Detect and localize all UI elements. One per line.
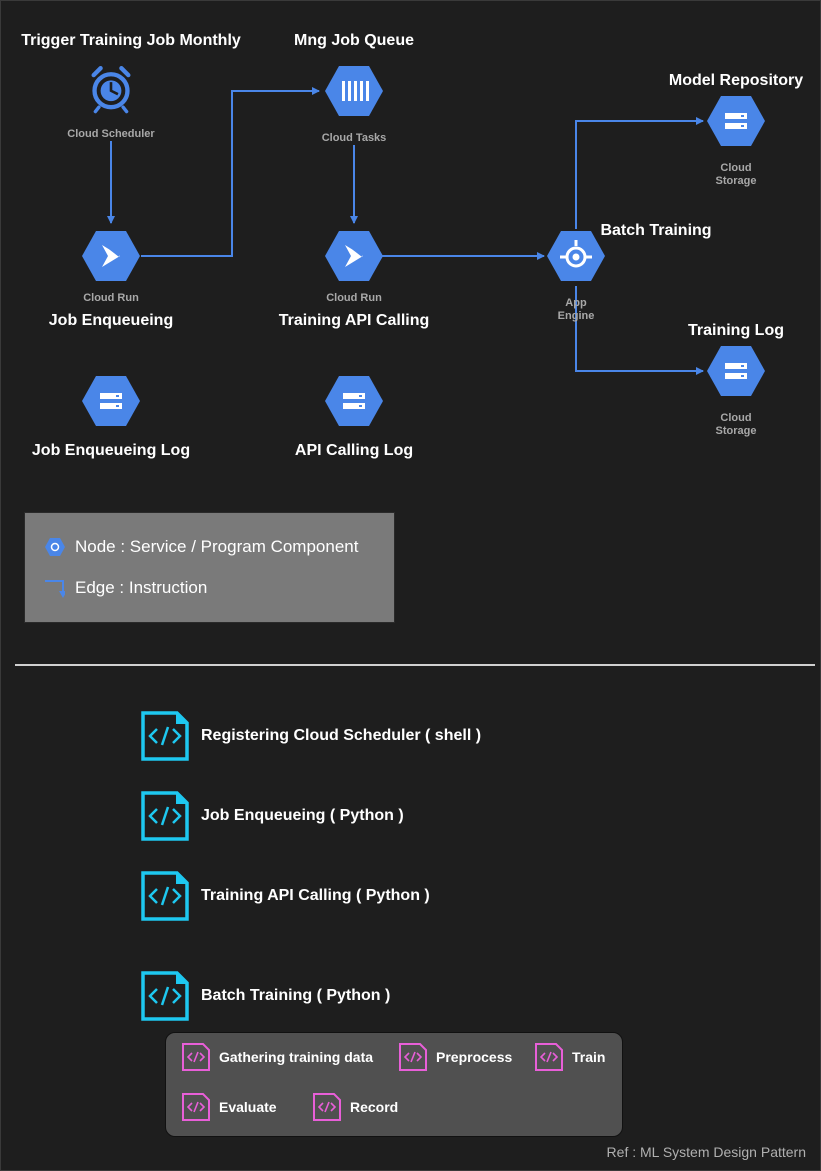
edge-enqueue-to-tasks	[141, 87, 320, 257]
code-file-item[interactable]: Job Enqueueing ( Python )	[141, 791, 404, 841]
step-label: Train	[572, 1049, 606, 1065]
appengine-service-line1: App	[565, 297, 587, 309]
appengine-title: Batch Training	[600, 222, 712, 239]
legend-edge-row: Edge : Instruction	[45, 577, 207, 599]
code-step-icon	[182, 1093, 210, 1121]
legend-edge-label: Edge : Instruction	[75, 578, 208, 597]
model-repo-service-line1: Cloud	[720, 162, 752, 174]
tasks-title: Mng Job Queue	[294, 32, 414, 49]
code-step-icon	[182, 1043, 210, 1071]
legend-node-label: Node : Service / Program Component	[75, 537, 359, 556]
step-item[interactable]: Record	[312, 1092, 398, 1122]
training-log-service-line2: Storage	[715, 425, 757, 437]
edge-arrow-icon	[45, 580, 65, 598]
batch-training-steps-box: Gathering training data Preprocess Train	[165, 1032, 623, 1137]
storage-log-icon	[324, 375, 384, 427]
model-repo-service-label: Cloud Storage	[716, 162, 757, 188]
section-divider	[15, 664, 815, 666]
code-step-icon	[535, 1043, 563, 1071]
appengine-service-label: App Engine	[558, 297, 595, 323]
cloud-scheduler-icon	[81, 63, 141, 115]
reference-note: Ref : ML System Design Pattern	[606, 1144, 806, 1160]
code-file-icon	[141, 971, 189, 1021]
training-log-title: Training Log	[688, 322, 784, 339]
code-file-label: Training API Calling ( Python )	[201, 887, 430, 904]
training-log-service-label: Cloud Storage	[716, 412, 757, 438]
legend-node-row: Node : Service / Program Component	[45, 537, 358, 557]
code-file-item[interactable]: Batch Training ( Python )	[141, 971, 390, 1021]
api-title: Training API Calling	[278, 312, 430, 329]
tasks-service-label: Cloud Tasks	[321, 132, 387, 144]
code-file-item[interactable]: Registering Cloud Scheduler ( shell )	[141, 711, 481, 761]
scheduler-title: Trigger Training Job Monthly	[21, 32, 241, 49]
step-label: Evaluate	[219, 1099, 277, 1115]
edge-appengine-to-model-repo	[575, 117, 704, 229]
scheduler-service-label: Cloud Scheduler	[67, 128, 155, 140]
step-item[interactable]: Train	[534, 1042, 605, 1072]
step-label: Gathering training data	[219, 1049, 374, 1065]
legend-box: Node : Service / Program Component Edge …	[24, 512, 395, 623]
storage-log-icon	[81, 375, 141, 427]
step-item[interactable]: Gathering training data	[181, 1042, 373, 1072]
enqueue-log-title: Job Enqueueing Log	[31, 442, 191, 459]
code-file-label: Registering Cloud Scheduler ( shell )	[201, 727, 482, 744]
api-service-label: Cloud Run	[326, 292, 382, 304]
step-label: Record	[350, 1099, 399, 1115]
code-step-icon	[313, 1093, 341, 1121]
cloud-storage-icon	[706, 95, 766, 147]
code-file-label: Job Enqueueing ( Python )	[201, 807, 404, 824]
code-file-icon	[141, 711, 189, 761]
enqueue-service-label: Cloud Run	[83, 292, 139, 304]
code-file-icon	[141, 791, 189, 841]
cloud-run-icon	[324, 230, 384, 282]
code-step-icon	[399, 1043, 427, 1071]
cloud-run-icon	[81, 230, 141, 282]
node-hex-icon	[45, 538, 65, 556]
api-log-title: API Calling Log	[294, 442, 414, 459]
edge-appengine-to-training-log	[575, 286, 704, 375]
code-file-icon	[141, 871, 189, 921]
step-item[interactable]: Preprocess	[398, 1042, 512, 1072]
model-repo-title: Model Repository	[668, 72, 804, 89]
appengine-service-line2: Engine	[557, 310, 595, 322]
enqueue-title: Job Enqueueing	[48, 312, 174, 329]
code-file-label: Batch Training ( Python )	[201, 987, 391, 1004]
training-log-service-line1: Cloud	[720, 412, 752, 424]
model-repo-service-line2: Storage	[715, 175, 757, 187]
step-item[interactable]: Evaluate	[181, 1092, 277, 1122]
code-file-item[interactable]: Training API Calling ( Python )	[141, 871, 430, 921]
cloud-tasks-icon	[324, 65, 384, 117]
app-engine-icon	[546, 230, 606, 282]
step-label: Preprocess	[436, 1049, 513, 1065]
cloud-storage-icon	[706, 345, 766, 397]
